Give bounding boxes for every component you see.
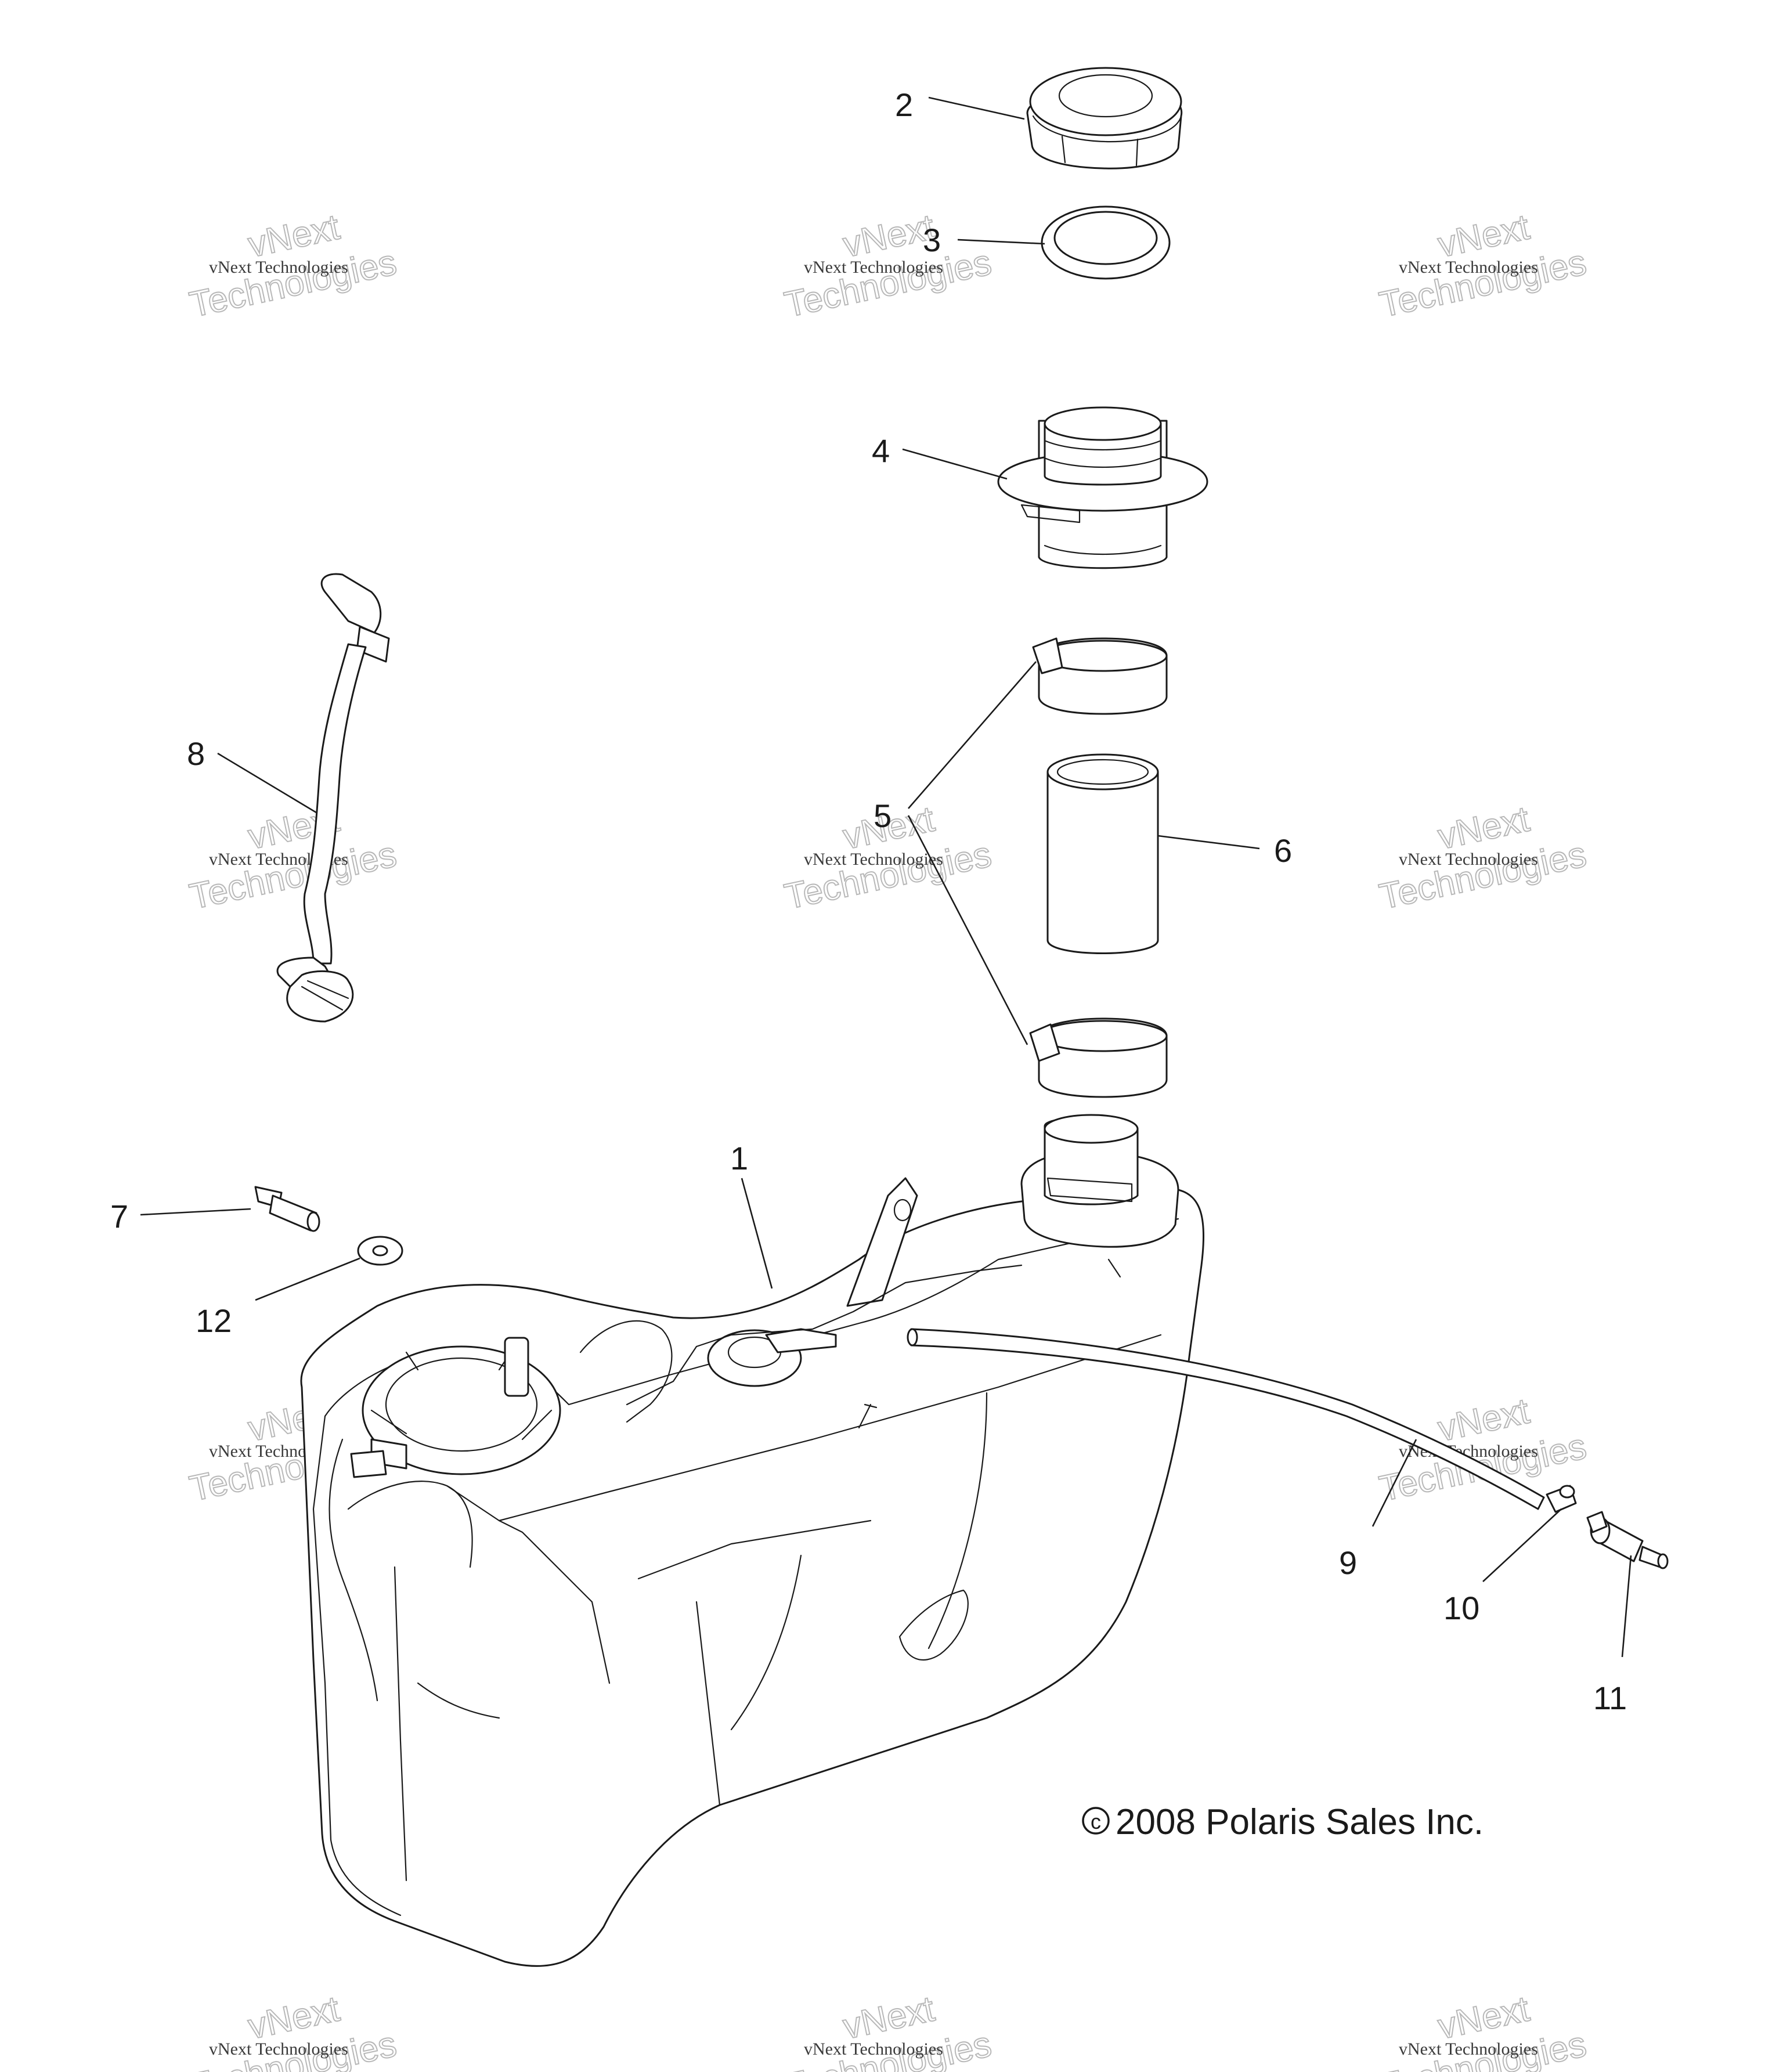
filler-neck bbox=[997, 406, 1208, 569]
callout-10: 10 bbox=[1443, 1590, 1479, 1626]
callout-12: 12 bbox=[196, 1302, 232, 1339]
copyright-c-glyph: c bbox=[1091, 1810, 1101, 1833]
vent-valve bbox=[1586, 1511, 1669, 1569]
filler-hose bbox=[1046, 753, 1159, 954]
callout-11: 11 bbox=[1593, 1680, 1627, 1716]
callout-1: 1 bbox=[730, 1140, 748, 1176]
mounting-bolt bbox=[254, 1186, 320, 1232]
lower-hose-clamp bbox=[1029, 1017, 1168, 1098]
callout-7: 7 bbox=[110, 1198, 128, 1234]
callout-5: 5 bbox=[874, 797, 892, 834]
upper-hose-clamp bbox=[1032, 637, 1168, 715]
copyright-text: 2008 Polaris Sales Inc. bbox=[1116, 1802, 1484, 1842]
watermark-small: vNext Technologies bbox=[1399, 850, 1538, 869]
cap-gasket bbox=[1041, 205, 1171, 280]
callout-3: 3 bbox=[923, 222, 941, 258]
watermark-small: vNext Technologies bbox=[1399, 2039, 1538, 2059]
callout-labels: 2 3 4 5 6 7 8 1 12 9 10 11 bbox=[110, 86, 1627, 1716]
watermark-small: vNext Technologies bbox=[209, 258, 348, 277]
hose-fitting bbox=[1546, 1485, 1577, 1513]
watermark-small: vNext Technologies bbox=[804, 2039, 943, 2059]
callout-9: 9 bbox=[1339, 1544, 1357, 1581]
fuel-tank bbox=[300, 1114, 1205, 1967]
copyright-notice: c 2008 Polaris Sales Inc. bbox=[1082, 1802, 1484, 1842]
fuel-cap bbox=[1026, 67, 1183, 169]
vent-hose bbox=[907, 1328, 1545, 1510]
callout-6: 6 bbox=[1274, 832, 1292, 869]
watermark-small: vNext Technologies bbox=[209, 2039, 348, 2059]
callout-4: 4 bbox=[872, 432, 890, 469]
callout-2: 2 bbox=[895, 86, 913, 123]
copyright-symbol-icon bbox=[1082, 1807, 1110, 1835]
callout-8: 8 bbox=[187, 735, 205, 772]
washer bbox=[357, 1236, 403, 1266]
leader-lines bbox=[140, 96, 1632, 1658]
watermark-small: vNext Technologies bbox=[804, 258, 943, 277]
vent-line bbox=[276, 573, 390, 1023]
watermark-small: vNext Technologies bbox=[804, 850, 943, 869]
watermark-small: vNext Technologies bbox=[1399, 258, 1538, 277]
